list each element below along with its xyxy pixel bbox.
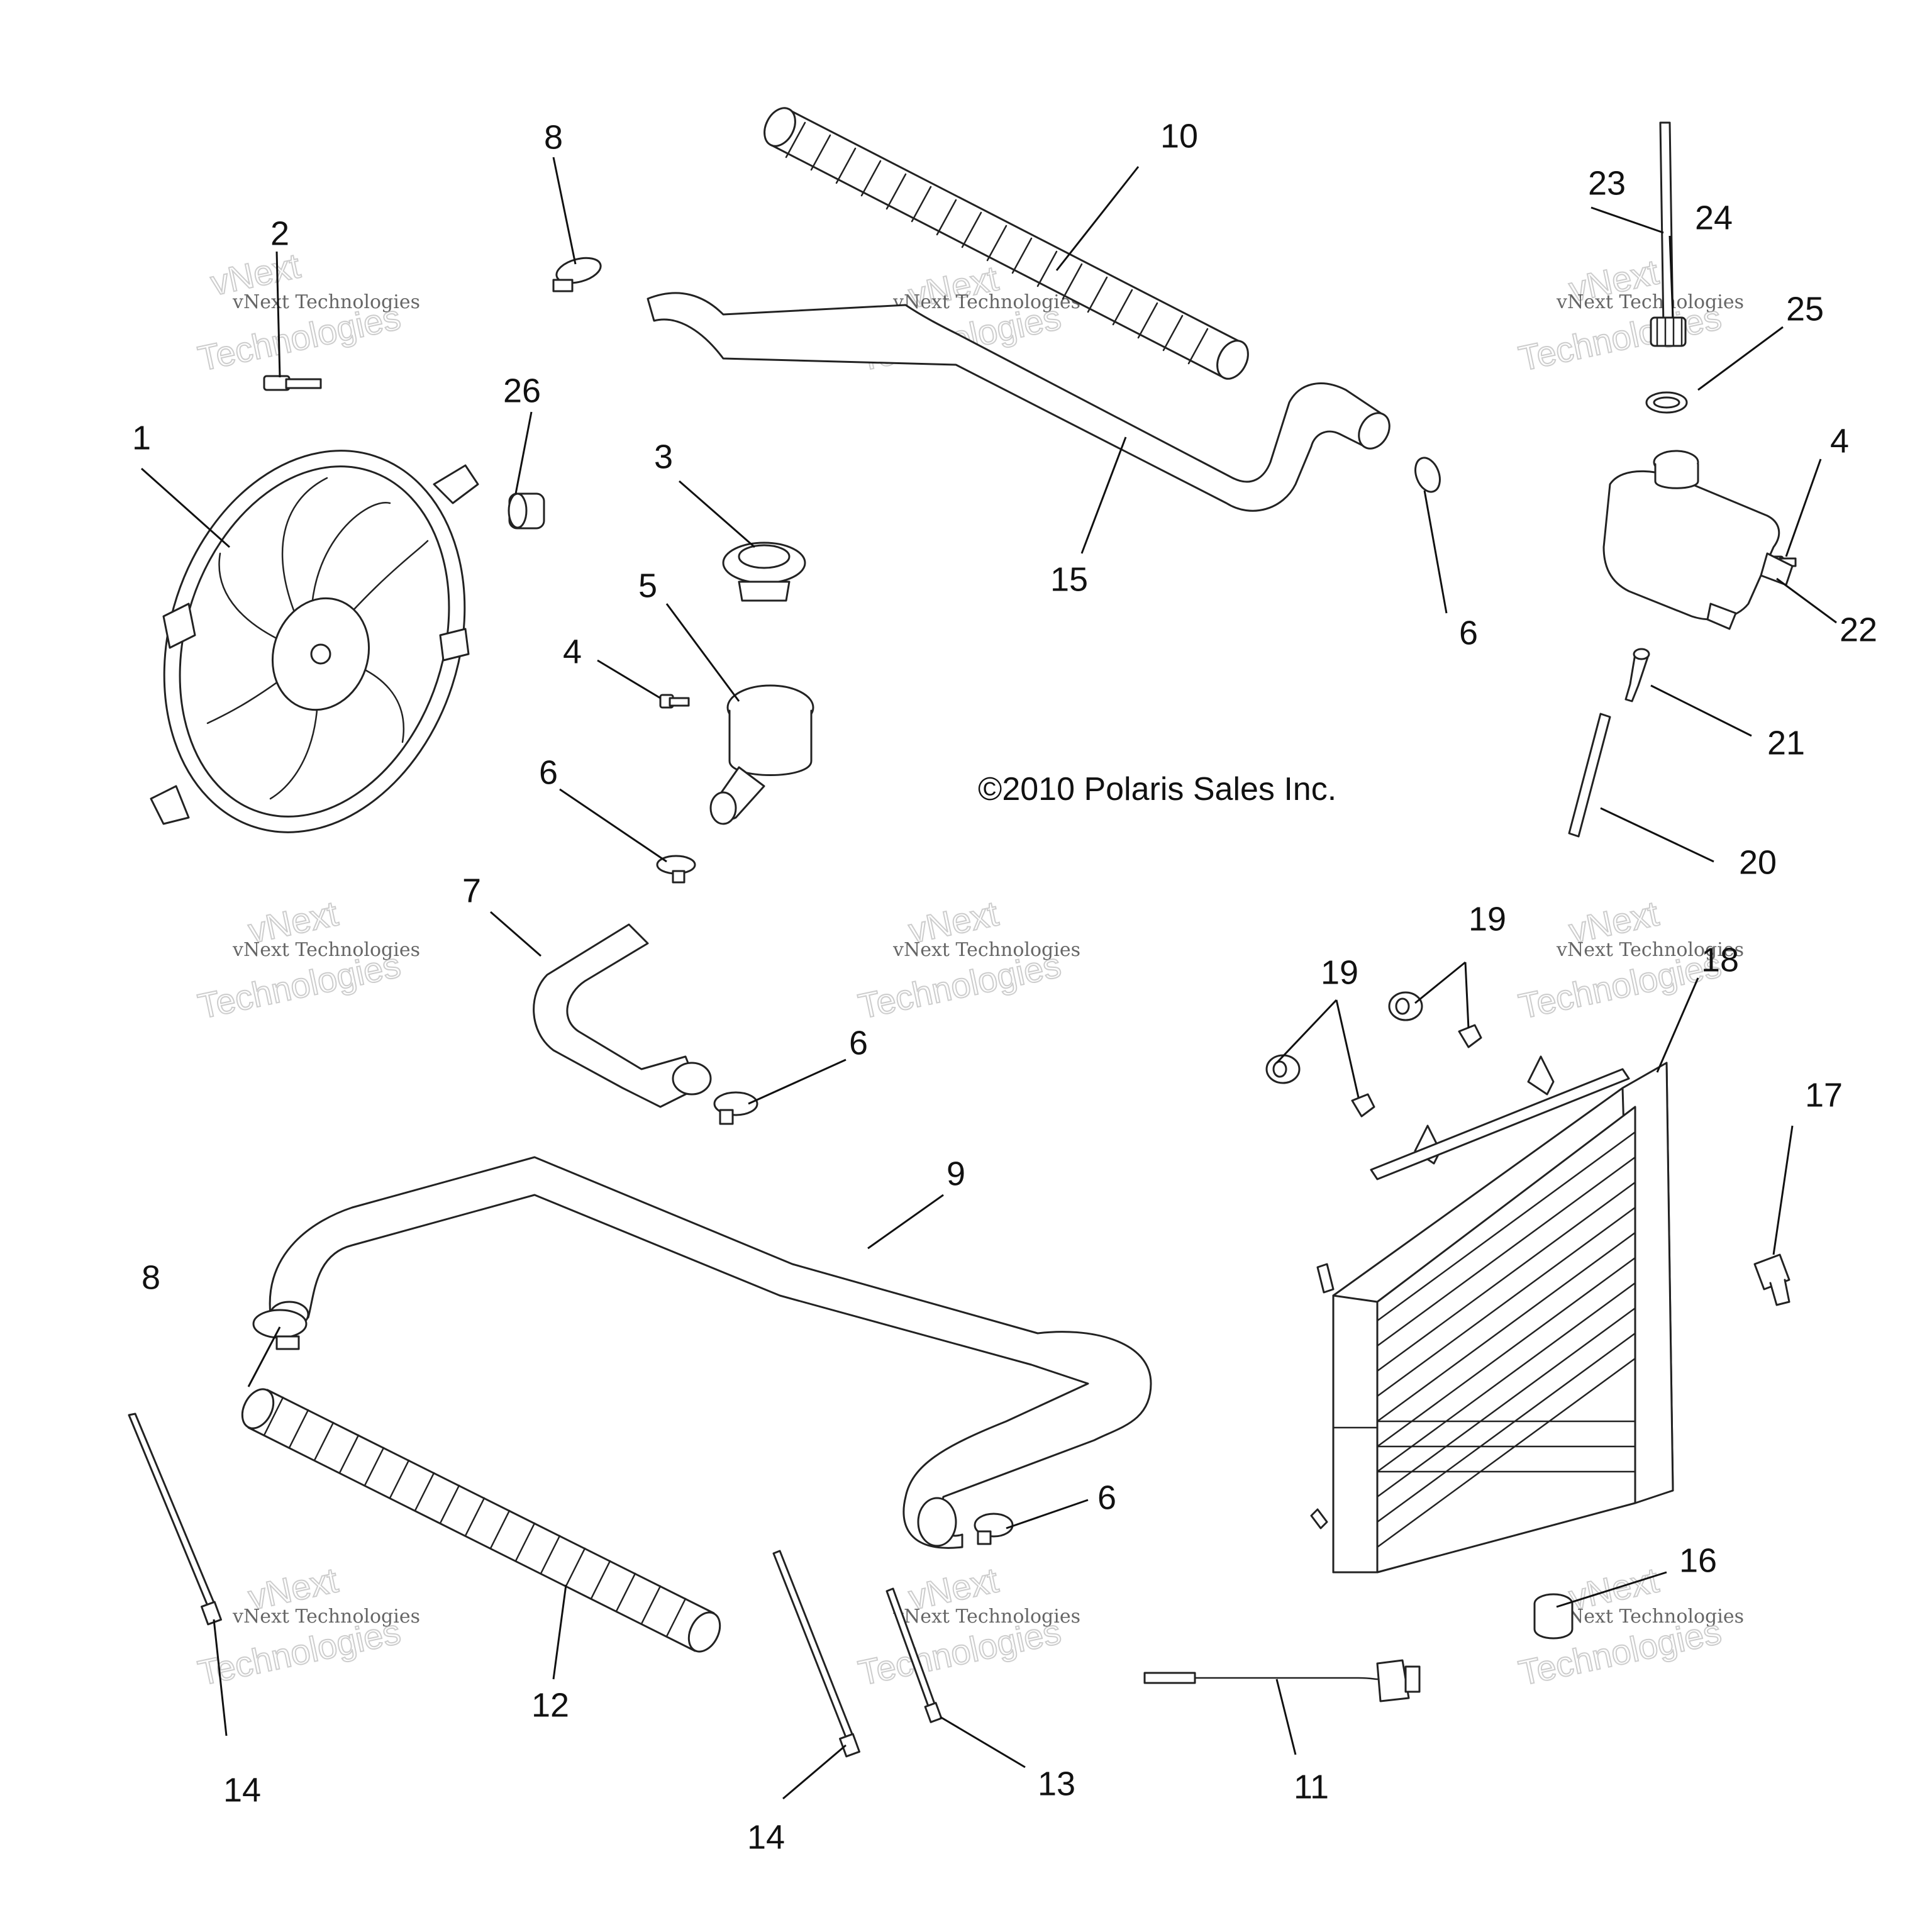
callout-26: 26 <box>503 372 541 409</box>
callout-18: 18 <box>1701 941 1739 979</box>
hose-clamp-part[interactable] <box>552 253 603 292</box>
callout-6: 6 <box>1459 614 1478 652</box>
bushing-part[interactable] <box>508 492 545 530</box>
cable-tie-part[interactable] <box>886 1587 943 1723</box>
bolt-part[interactable] <box>263 375 322 391</box>
reservoir-cap-part[interactable] <box>1650 316 1687 347</box>
cable-tie-part[interactable] <box>128 1413 222 1626</box>
callout-8: 8 <box>544 118 563 156</box>
callout-3: 3 <box>654 438 673 475</box>
hose-clamp-part[interactable] <box>713 1091 758 1125</box>
callout-10: 10 <box>1160 117 1198 155</box>
radiator-part[interactable] <box>1310 1055 1674 1574</box>
callout-20: 20 <box>1739 843 1777 881</box>
hose-clamp-part[interactable] <box>1411 455 1445 496</box>
hose-fitting-part[interactable] <box>1624 648 1650 702</box>
callout-15: 15 <box>1050 560 1088 598</box>
callout-4: 4 <box>1830 422 1849 460</box>
callout-4: 4 <box>563 633 582 670</box>
coolant-hose-upper-part[interactable] <box>647 292 1396 512</box>
fan-assembly-part[interactable] <box>116 411 512 872</box>
radiator-cap-part[interactable] <box>722 541 806 602</box>
watermark-mid: vNext Technologies <box>1556 939 1744 961</box>
callout-21: 21 <box>1767 724 1805 762</box>
callout-12: 12 <box>531 1686 569 1724</box>
protective-sleeve-part[interactable] <box>758 103 1254 384</box>
hose-clamp-part[interactable] <box>252 1309 308 1350</box>
watermark-mid: vNext Technologies <box>892 1606 1080 1628</box>
callout-19: 19 <box>1321 953 1358 991</box>
watermark-mid: vNext Technologies <box>232 291 420 313</box>
callout-9: 9 <box>947 1155 965 1192</box>
overflow-hose-part[interactable] <box>1568 713 1611 838</box>
callout-2: 2 <box>270 214 289 252</box>
nut-part[interactable] <box>1458 1024 1482 1048</box>
filler-neck-part[interactable] <box>709 684 814 825</box>
callout-6: 6 <box>1097 1479 1116 1516</box>
callout-24: 24 <box>1695 199 1733 236</box>
callout-14: 14 <box>747 1818 785 1856</box>
temperature-sensor-part[interactable] <box>1143 1659 1421 1702</box>
callout-25: 25 <box>1786 290 1824 328</box>
dipstick-rod-part[interactable] <box>1659 121 1674 328</box>
callout-6: 6 <box>849 1024 868 1062</box>
screw-part[interactable] <box>659 694 690 709</box>
protective-sleeve-part[interactable] <box>236 1384 726 1657</box>
watermark-mid: vNext Technologies <box>892 291 1080 313</box>
callout-6: 6 <box>539 753 558 791</box>
watermark-mid: vNext Technologies <box>892 939 1080 961</box>
watermark-mid: vNext Technologies <box>1556 291 1744 313</box>
nut-part[interactable] <box>1351 1093 1375 1118</box>
callout-labels: 1 2 3 4 4 5 6 6 6 6 7 8 8 9 10 11 12 13 … <box>132 117 1877 1856</box>
hose-clamp-part[interactable] <box>656 855 696 884</box>
callout-1: 1 <box>132 419 151 457</box>
bolt-part[interactable] <box>1753 1253 1790 1306</box>
callout-22: 22 <box>1840 611 1877 648</box>
callout-11: 11 <box>1294 1768 1329 1806</box>
grommet-part[interactable] <box>1265 1054 1301 1084</box>
copyright-text: ©2010 Polaris Sales Inc. <box>978 771 1336 808</box>
callout-17: 17 <box>1805 1076 1843 1114</box>
callout-7: 7 <box>462 872 481 909</box>
callout-23: 23 <box>1588 164 1626 202</box>
callout-14: 14 <box>223 1771 261 1809</box>
o-ring-part[interactable] <box>1645 391 1688 414</box>
callout-19: 19 <box>1468 900 1506 938</box>
watermark-mid: vNext Technologies <box>1556 1606 1744 1628</box>
callout-8: 8 <box>142 1258 160 1296</box>
callout-5: 5 <box>638 567 657 604</box>
grommet-part[interactable] <box>1388 991 1423 1021</box>
callout-13: 13 <box>1038 1765 1075 1802</box>
watermark-mid: vNext Technologies <box>232 939 420 961</box>
leader-lines <box>141 157 1837 1800</box>
drain-plug-part[interactable] <box>1533 1593 1574 1640</box>
watermark-mid: vNext Technologies <box>232 1606 420 1628</box>
elbow-hose-part[interactable] <box>533 923 712 1108</box>
cable-tie-part[interactable] <box>772 1550 860 1758</box>
callout-16: 16 <box>1679 1541 1717 1579</box>
coolant-reservoir-part[interactable] <box>1602 450 1794 630</box>
